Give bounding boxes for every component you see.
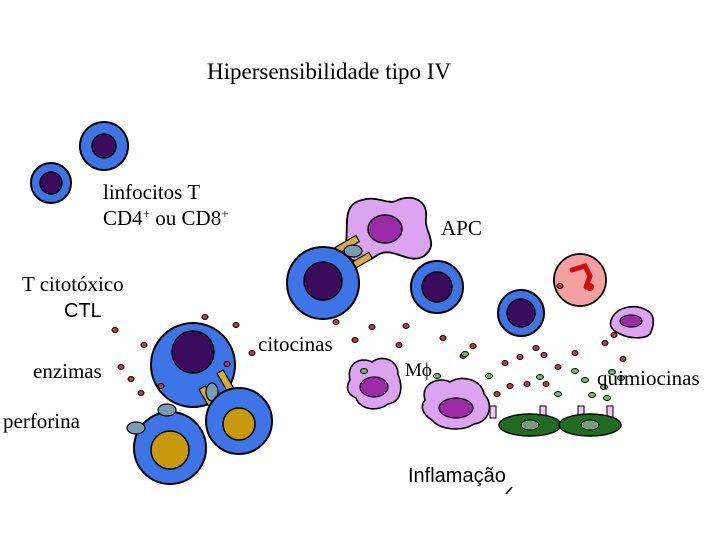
proliferating-t-cell (410, 260, 464, 314)
cytokines-label: citocinas (258, 332, 333, 356)
endothelial-cell (489, 405, 622, 437)
diagram-title: Hipersensibilidade tipo IV (207, 59, 452, 84)
proliferating-t-cell (497, 289, 545, 337)
lymphocytes-label-line2: CD4+ ou CD8+ (103, 206, 229, 230)
enzymes-label: enzimas (33, 359, 102, 383)
target-cell (205, 387, 273, 455)
lymphocyte-cell (30, 162, 72, 204)
perforin-granules (126, 403, 177, 435)
target-cell (133, 411, 207, 485)
lymphocytes-label-line1: linfocitos T (103, 180, 201, 204)
macrophage-cell (346, 357, 402, 410)
macrophage-cell (609, 305, 655, 339)
cd8-text: ou CD8 (150, 206, 222, 230)
receptor-complex (334, 234, 374, 272)
inflammation-label: Inflamação (408, 465, 506, 487)
cytokine-dots (111, 283, 627, 397)
apc-cell (344, 196, 433, 263)
macrophage-label: Mϕ (405, 360, 432, 381)
apc-label: APC (441, 216, 482, 240)
cd4-superscript: + (142, 206, 151, 221)
perforin-label: perforina (3, 409, 80, 433)
cd4-text: CD4 (103, 206, 143, 230)
squiggle-mark (505, 486, 513, 495)
ctl-label: CTL (64, 300, 102, 322)
cd8-superscript: + (221, 206, 229, 221)
neutrophil-cell (553, 253, 607, 307)
chemokine-dots (360, 351, 625, 401)
t-cytotoxic-label: T citotóxico (22, 272, 124, 296)
lymphocyte-cell (79, 121, 129, 171)
activated-t-cell (286, 246, 360, 320)
macrophage-cell (421, 377, 491, 430)
chemokines-label: quimiocinas (597, 366, 700, 390)
